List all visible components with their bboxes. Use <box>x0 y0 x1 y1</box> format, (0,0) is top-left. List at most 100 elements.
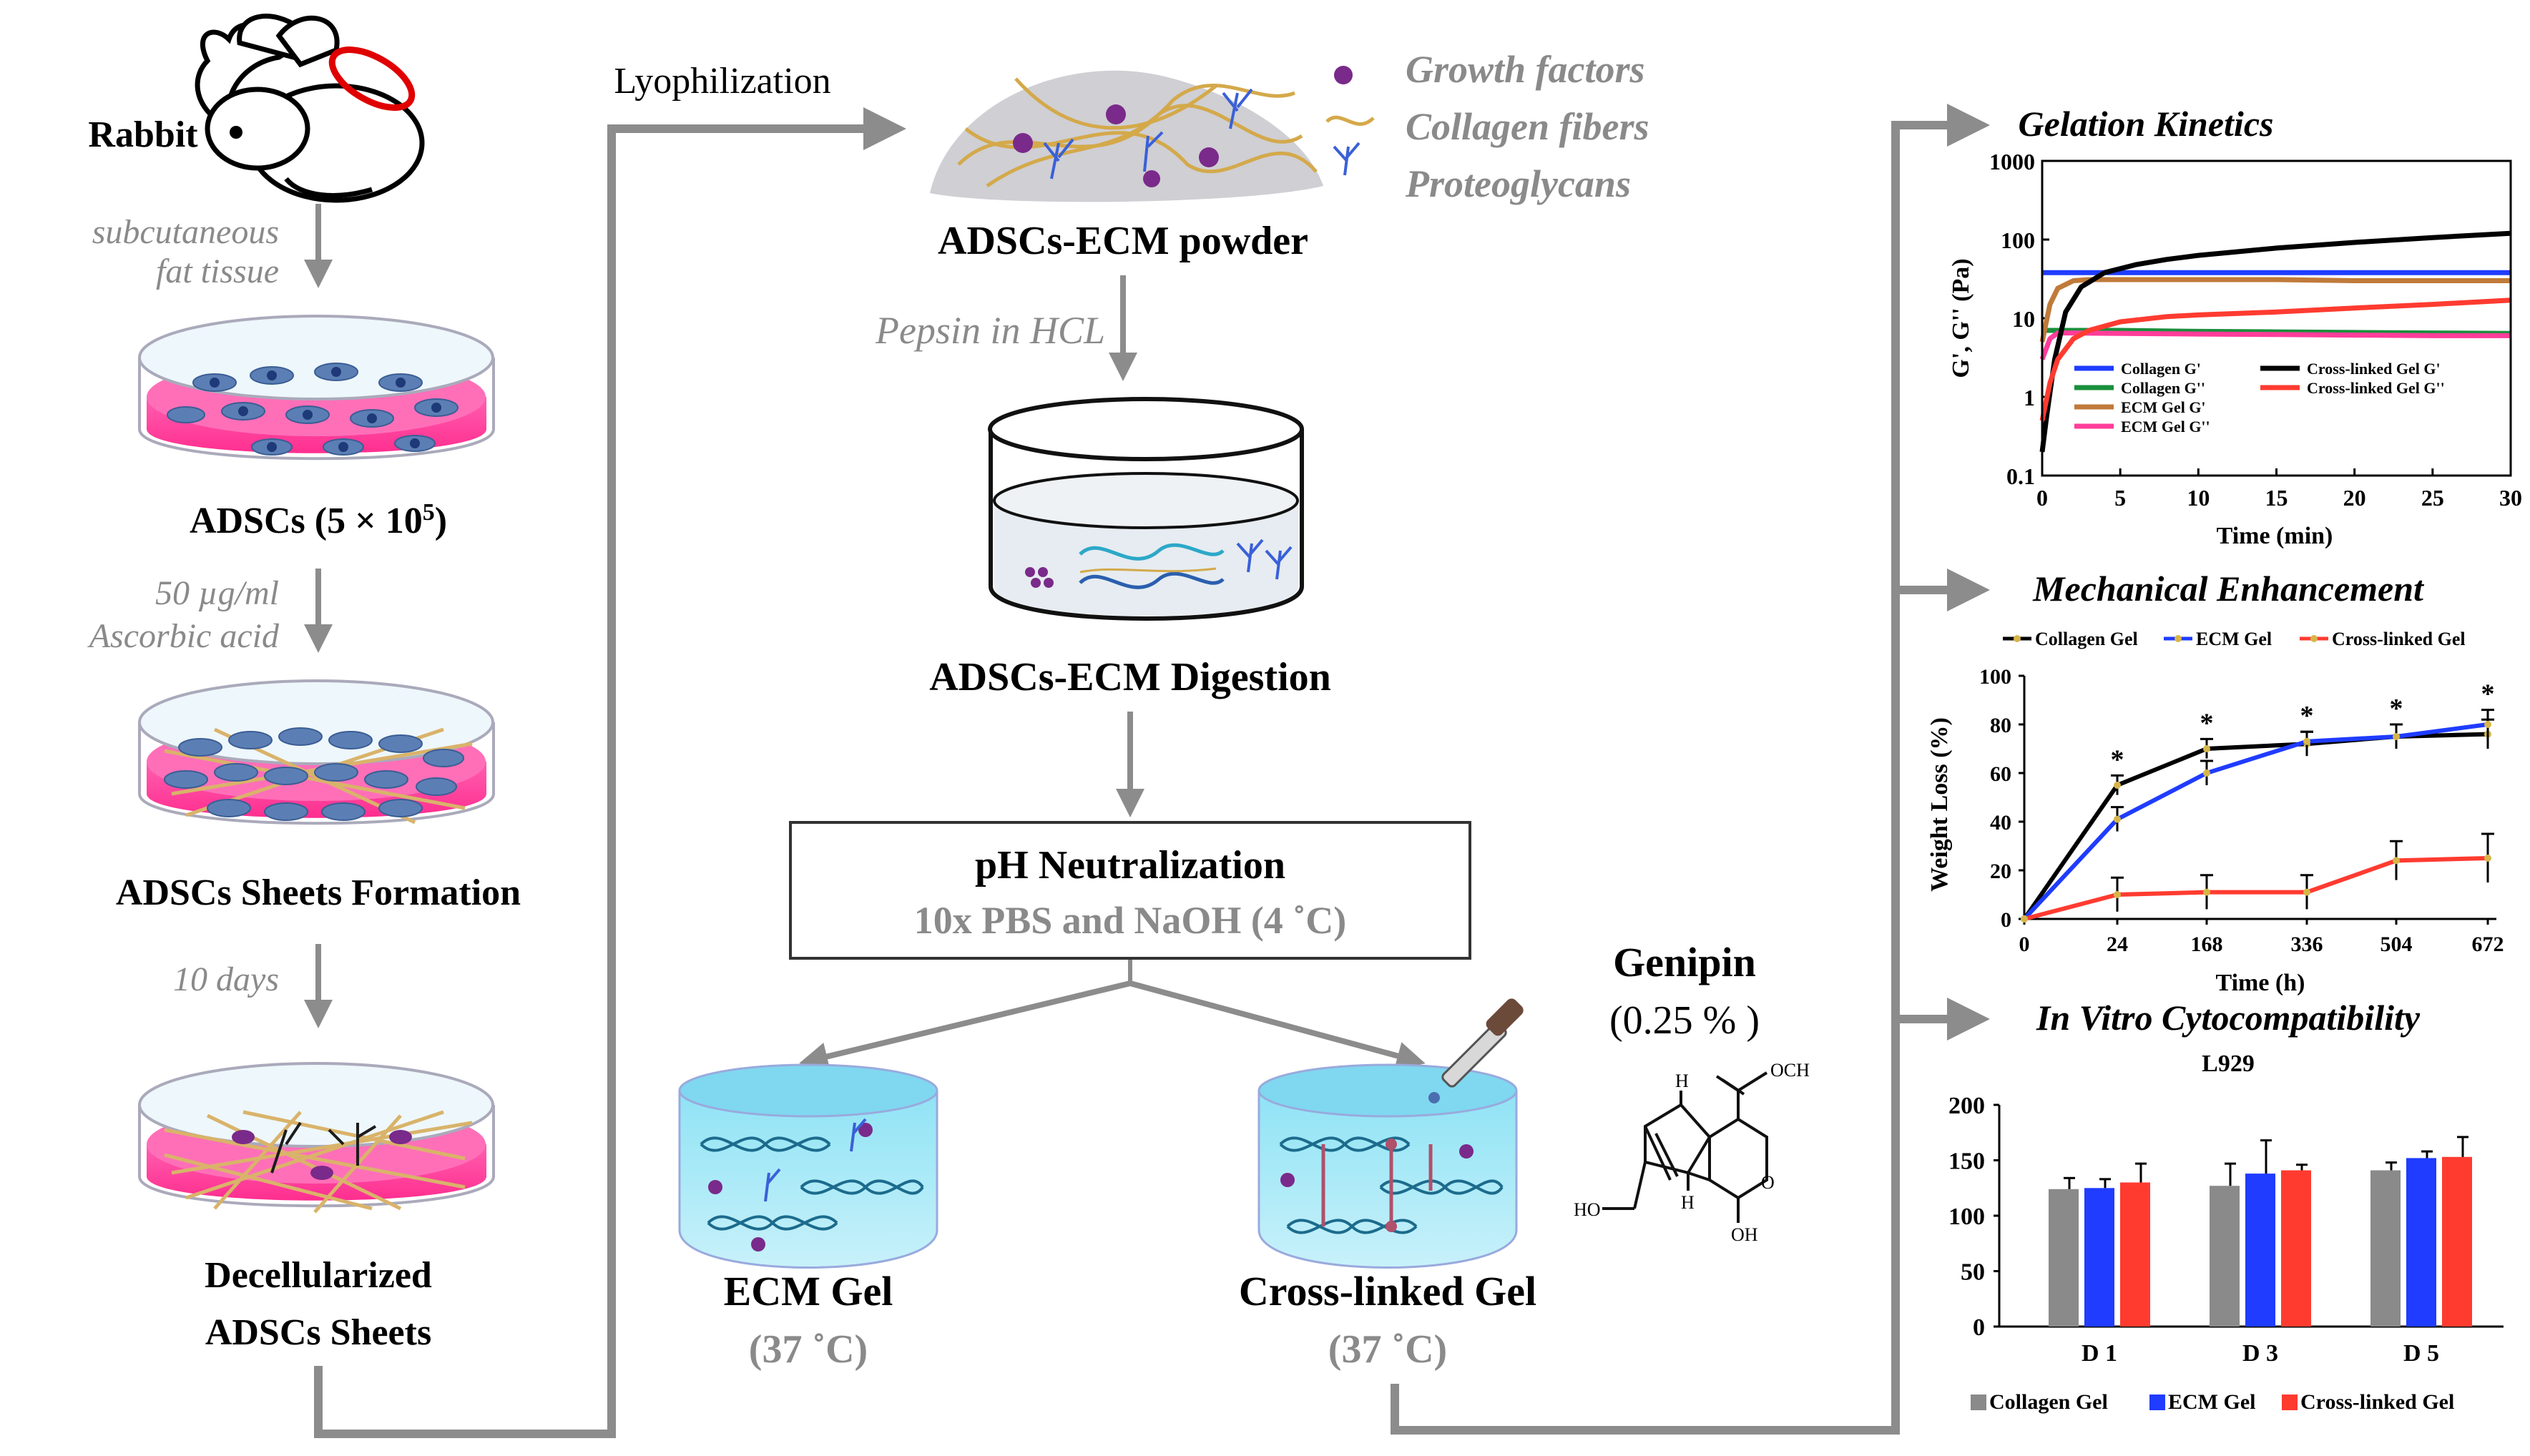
svg-text:HO: HO <box>1574 1199 1601 1220</box>
mechanical-xtick-label: 168 <box>2191 933 2223 956</box>
digestion-beaker <box>988 397 1304 621</box>
cytocompat-subtitle: L929 <box>2202 1051 2255 1077</box>
neutralization-box <box>789 821 1471 960</box>
gelation-ytick-label: 10 <box>2012 306 2035 332</box>
ecm-gel-beaker <box>678 1063 938 1269</box>
cytocompat-ytick-label: 50 <box>1961 1259 1985 1286</box>
cytocompat-bar <box>2370 1170 2401 1327</box>
mechanical-legend-marker <box>2310 635 2318 642</box>
mechanical-data-point <box>2303 737 2310 745</box>
mechanical-data-point <box>2484 721 2491 728</box>
powder-legend: Growth factors Collagen fibers Proteogly… <box>1325 48 1649 205</box>
mechanical-legend-label: Collagen Gel <box>2035 629 2138 649</box>
mechanical-data-point <box>2114 891 2121 898</box>
svg-text:O: O <box>1761 1172 1775 1193</box>
mechanical-data-point <box>2203 888 2210 896</box>
cytocompat-legend-label: Collagen Gel <box>1989 1390 2108 1414</box>
mechanical-data-point <box>2393 857 2400 865</box>
gelation-legend-label: ECM Gel G' <box>2121 398 2206 416</box>
step-10-days: 10 days <box>173 960 279 998</box>
cytocompat-xtick-label: D 5 <box>2403 1340 2439 1367</box>
cytocompat-title: In Vitro Cytocompatibility <box>2036 998 2421 1038</box>
gelation-legend-label: Collagen G' <box>2121 360 2201 378</box>
mechanical-legend-label: Cross-linked Gel <box>2332 629 2466 649</box>
genipin-structure <box>1602 1071 1768 1223</box>
growth-factor-icon <box>1334 66 1353 84</box>
neutralization-title: pH Neutralization <box>975 843 1285 887</box>
significance-marker: * <box>2390 694 2403 724</box>
gelation-xtick-label: 10 <box>2187 485 2210 511</box>
svg-text:OCH: OCH <box>1770 1060 1810 1081</box>
mechanical-title: Mechanical Enhancement <box>2032 569 2425 609</box>
mechanical-series-line <box>2024 856 2489 921</box>
mechanical-xtick-label: 504 <box>2381 933 2413 956</box>
mechanical-xlabel: Time (h) <box>2216 970 2305 996</box>
legend-collagen-fibers: Collagen fibers <box>1406 105 1649 148</box>
sheets-label: ADSCs Sheets Formation <box>116 872 521 913</box>
cytocompat-bar <box>2084 1188 2114 1327</box>
cytocompat-ytick-label: 200 <box>1948 1093 1985 1119</box>
cytocompat-bar <box>2245 1174 2275 1327</box>
svg-text:H: H <box>1675 1071 1689 1091</box>
step-ascorbic-acid: Ascorbic acid <box>87 617 280 655</box>
neutralization-sub: 10x PBS and NaOH (4 ˚C) <box>914 899 1347 942</box>
ecm-gel-temp: (37 ˚C) <box>749 1327 868 1372</box>
adscs-label: ADSCs (5 × 105) <box>190 499 447 541</box>
mechanical-ytick-label: 40 <box>1990 811 2011 835</box>
gelation-series-line <box>2039 297 2511 421</box>
gelation-xtick-label: 20 <box>2343 485 2366 511</box>
step-subcutaneous: subcutaneous <box>92 213 279 251</box>
mechanical-data-point <box>2203 769 2210 777</box>
gelation-ylabel: G', G'' (Pa) <box>1948 258 1974 378</box>
mechanical-xtick-label: 24 <box>2107 933 2128 956</box>
genipin-label: Genipin <box>1613 939 1756 985</box>
cytocompat-bar <box>2281 1170 2311 1327</box>
svg-text:OH: OH <box>1731 1224 1758 1245</box>
cytocompat-legend-swatch <box>1971 1394 1986 1410</box>
cytocompat-bar <box>2120 1182 2150 1327</box>
mechanical-xtick-label: 0 <box>2019 933 2030 956</box>
ecm-gel-label: ECM Gel <box>724 1268 893 1314</box>
legend-growth-factors: Growth factors <box>1406 48 1645 91</box>
cytocompat-bar <box>2442 1156 2472 1327</box>
crosslinked-gel-beaker <box>1257 998 1524 1269</box>
crosslinked-temp: (37 ˚C) <box>1328 1327 1447 1372</box>
cytocompat-ytick-label: 0 <box>1973 1314 1985 1341</box>
mechanical-ytick-label: 80 <box>1990 714 2011 737</box>
significance-marker: * <box>2481 679 2495 709</box>
gelation-xtick-label: 25 <box>2421 485 2444 511</box>
mechanical-legend-marker <box>2174 635 2182 642</box>
significance-marker: * <box>2111 744 2124 774</box>
gelation-legend-label: Collagen G'' <box>2121 379 2205 397</box>
gelation-xtick-label: 15 <box>2265 485 2288 511</box>
petri-dish-adscs <box>138 315 495 461</box>
mechanical-data-point <box>2484 855 2491 862</box>
gelation-legend-label: Cross-linked Gel G'' <box>2307 379 2445 397</box>
ecm-powder-illustration <box>930 70 1323 202</box>
chart-cytocompat: In Vitro Cytocompatibility L929 05010015… <box>1948 998 2504 1414</box>
gelation-xtick-label: 0 <box>2036 485 2048 511</box>
crosslinked-label: Cross-linked Gel <box>1239 1268 1536 1314</box>
significance-marker: * <box>2300 701 2314 731</box>
cytocompat-legend-swatch <box>2282 1394 2298 1410</box>
proteoglycan-icon <box>1333 142 1360 176</box>
mechanical-legend-marker <box>2014 635 2021 642</box>
cytocompat-xtick-label: D 1 <box>2082 1340 2117 1367</box>
dropper-icon <box>1428 998 1524 1103</box>
mechanical-data-point <box>2303 888 2310 896</box>
connector-lyophilization <box>314 107 906 1438</box>
mechanical-data-point <box>2114 782 2121 789</box>
genipin-conc: (0.25 % ) <box>1609 998 1760 1043</box>
gelation-legend-label: Cross-linked Gel G' <box>2307 360 2441 378</box>
gelation-xtick-label: 5 <box>2114 485 2126 511</box>
rabbit-icon <box>195 14 425 203</box>
mechanical-data-point <box>2393 733 2400 740</box>
step-fat-tissue: fat tissue <box>156 252 279 290</box>
mechanical-ytick-label: 0 <box>2001 908 2011 932</box>
mechanical-ytick-label: 20 <box>1990 860 2011 883</box>
pepsin-label: Pepsin in HCL <box>875 309 1105 352</box>
mechanical-series-line <box>2022 722 2489 921</box>
gelation-plot-frame <box>2041 159 2512 477</box>
mechanical-ytick-label: 60 <box>1990 762 2011 786</box>
